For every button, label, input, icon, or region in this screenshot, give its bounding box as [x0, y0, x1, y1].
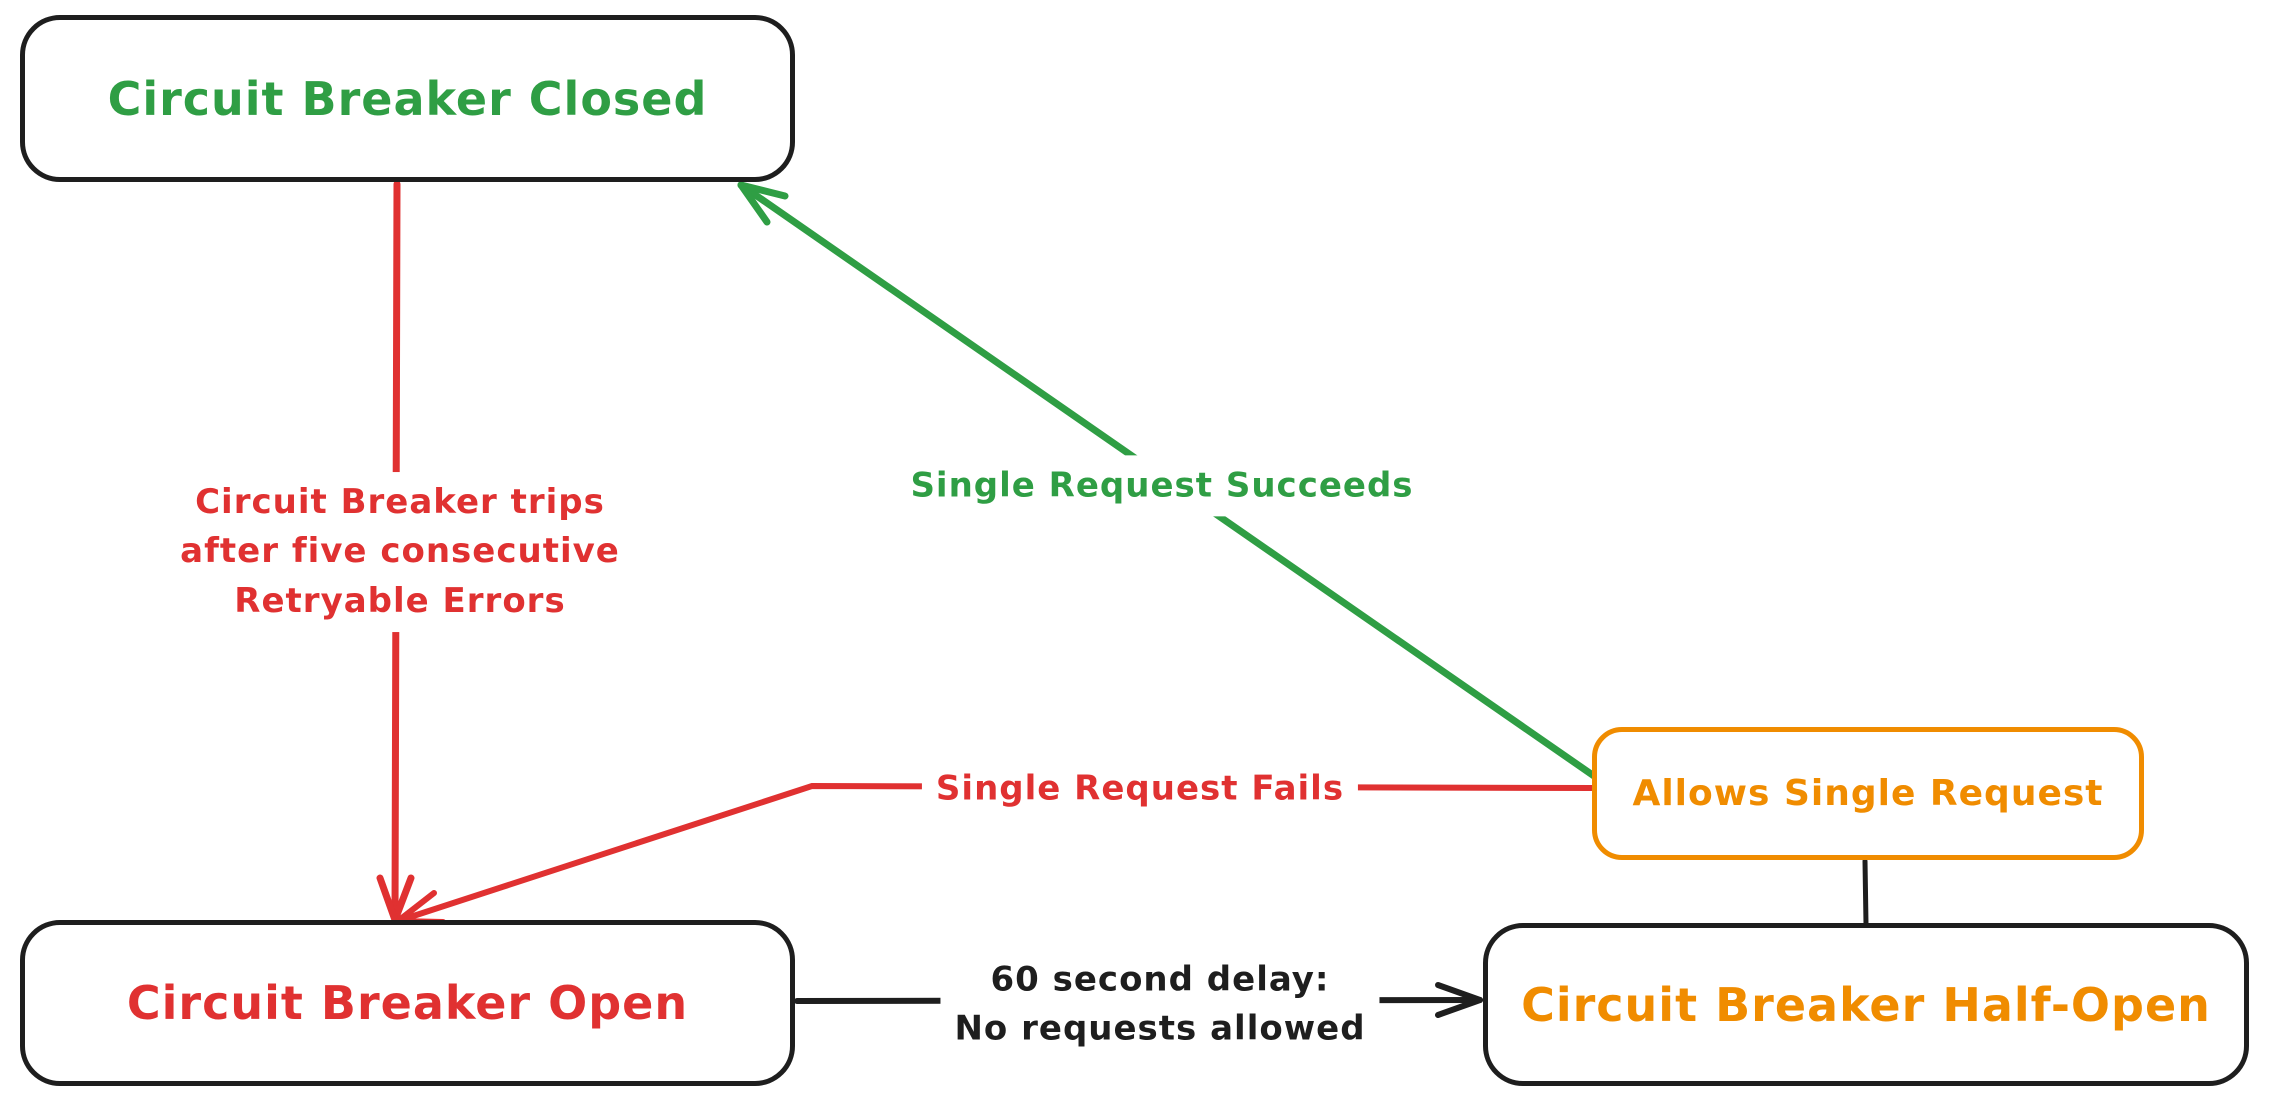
- edge-connector-line: [1862, 858, 1869, 927]
- node-circuit-breaker-half-open: Circuit Breaker Half-Open: [1483, 923, 2249, 1086]
- node-open-label: Circuit Breaker Open: [126, 976, 689, 1030]
- node-allows-label: Allows Single Request: [1632, 773, 2104, 814]
- node-half-open-label: Circuit Breaker Half-Open: [1521, 977, 2211, 1032]
- edge-label-fails: Single Request Fails: [921, 758, 1359, 820]
- edge-label-trips-line3: Retryable Errors: [234, 580, 566, 621]
- edge-label-delay-line1: 60 second delay:: [990, 959, 1330, 1000]
- edge-label-succeeds: Single Request Succeeds: [896, 455, 1428, 517]
- node-allows-single-request: Allows Single Request: [1592, 727, 2144, 860]
- node-circuit-breaker-closed: Circuit Breaker Closed: [20, 15, 795, 182]
- edge-label-delay-line2: No requests allowed: [954, 1009, 1366, 1049]
- node-circuit-breaker-open: Circuit Breaker Open: [20, 920, 795, 1086]
- node-closed-label: Circuit Breaker Closed: [107, 71, 708, 126]
- edge-label-trips-line2: after five consecutive: [180, 531, 620, 572]
- edge-label-trips-line1: Circuit Breaker trips: [195, 482, 605, 523]
- edge-label-trips: Circuit Breaker trips after five consecu…: [166, 472, 634, 632]
- edge-label-delay: 60 second delay: No requests allowed: [940, 949, 1380, 1061]
